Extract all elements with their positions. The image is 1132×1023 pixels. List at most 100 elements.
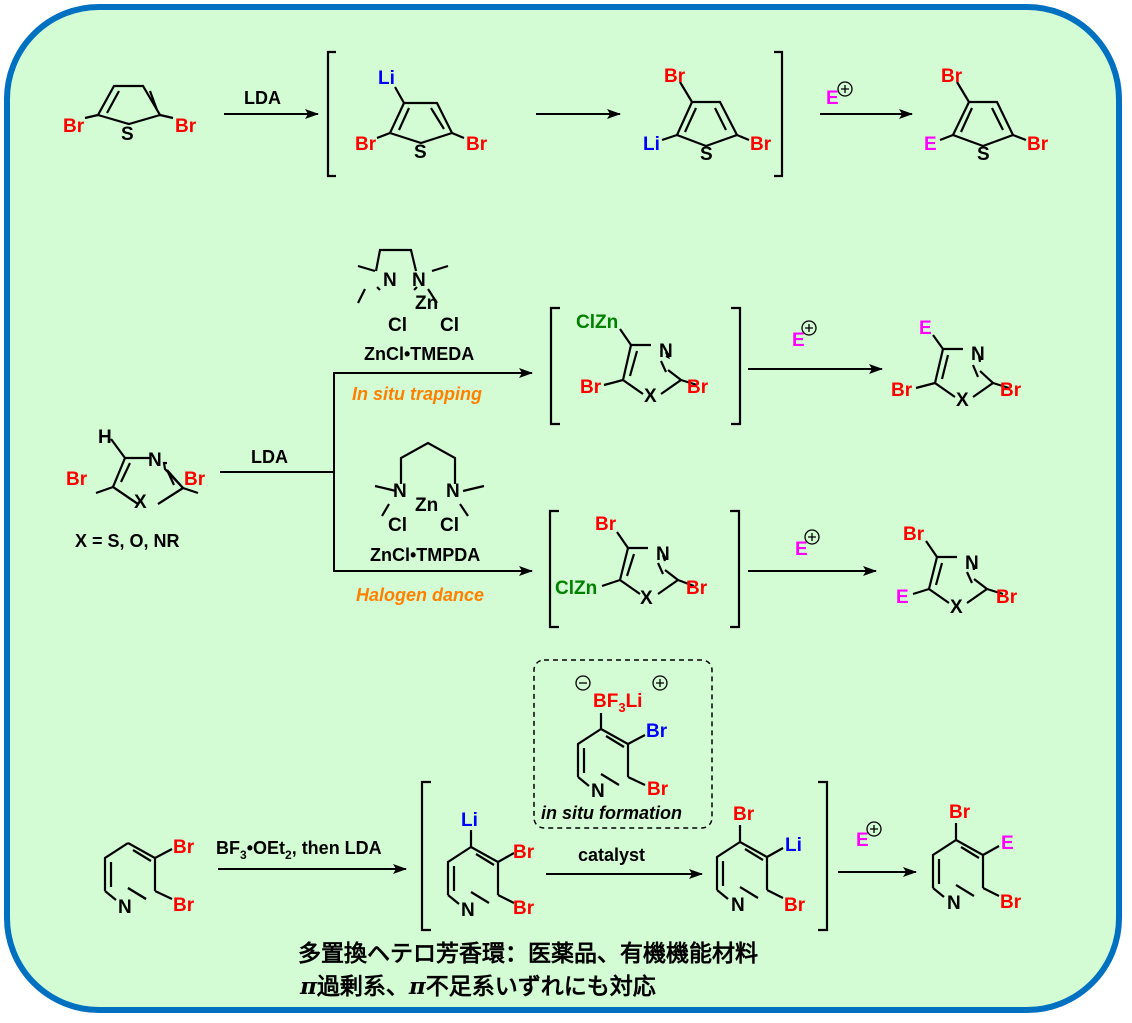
nitrogen-label: N [731, 895, 745, 916]
bromine-label: Br [173, 895, 195, 916]
zinc-label: Zn [415, 495, 438, 516]
lithium-label: Li [461, 810, 478, 831]
chlorine-label: Cl [388, 515, 407, 536]
bromine-label: Br [903, 524, 925, 545]
nitrogen-label: N [971, 344, 985, 365]
bromine-label: Br [784, 895, 806, 916]
in-situ-box [533, 659, 713, 829]
row1-intermediate-1: Li Br Br S [355, 68, 488, 163]
plus-charge-icon [801, 320, 817, 336]
sulfur-label: S [977, 144, 990, 165]
nitrogen-label: N [591, 781, 605, 802]
bromine-label: Br [1000, 892, 1022, 913]
bromine-label: Br [580, 377, 602, 398]
bromine-label: Br [664, 66, 686, 87]
bromine-label: Br [891, 380, 913, 401]
nitrogen-label: N [461, 900, 475, 921]
bromine-label: Br [175, 116, 197, 137]
sulfur-label: S [700, 144, 713, 165]
reagent-bf3-lda: BF3•OEt2, then LDA [216, 838, 382, 862]
upper-intermediate: ClZn N Br Br X [576, 312, 709, 407]
heteroatom-x-label: X [644, 386, 657, 407]
bromine-label: Br [513, 842, 535, 863]
electrophile-label: E [795, 539, 808, 560]
left-bracket [420, 780, 431, 932]
bromine-label: Br [687, 377, 709, 398]
nitrogen-label: N [965, 553, 979, 574]
plus-charge-icon [866, 821, 882, 837]
complex-name-tmpda: ZnCl•TMPDA [370, 545, 480, 565]
plus-charge-icon [837, 81, 853, 97]
bromine-label: Br [1027, 134, 1049, 155]
zncl-tmpda-complex: N N Zn Cl Cl [374, 441, 485, 536]
row2-start-molecule: H N Br Br X [66, 427, 206, 513]
nitrogen-label: N [393, 481, 407, 502]
lower-product: Br N E Br X [896, 524, 1018, 618]
right-bracket [774, 50, 784, 178]
chlorine-label: Cl [388, 315, 407, 336]
bromine-label: Br [66, 469, 88, 490]
bromine-label: Br [63, 116, 85, 137]
left-bracket [326, 50, 336, 178]
minus-charge-icon [575, 675, 591, 691]
lower-intermediate: Br N ClZn Br X [555, 514, 708, 609]
bromine-label: Br [513, 898, 535, 919]
bromine-label: Br [686, 578, 708, 599]
bromine-label: Br [996, 587, 1018, 608]
electrophile-label: E [924, 134, 937, 155]
row3-start-molecule: Br Br N [103, 837, 195, 918]
zncl-tmeda-complex: N N Zn Cl Cl [357, 248, 459, 336]
nitrogen-label: N [383, 270, 397, 291]
plus-charge-icon [652, 675, 668, 691]
boxed-borate-pyridine: BF3Li Br Br N [575, 675, 669, 802]
clzn-label: ClZn [576, 312, 618, 333]
bromine-label: Br [1000, 380, 1022, 401]
bromine-label: Br [941, 66, 963, 87]
chlorine-label: Cl [440, 515, 459, 536]
hydrogen-label: H [98, 427, 112, 448]
sulfur-label: S [121, 124, 134, 145]
right-bracket [731, 306, 742, 426]
note-halogen-dance: Halogen dance [356, 585, 484, 605]
reagent-lda: LDA [244, 88, 281, 108]
heteroatom-x-label: X [950, 597, 963, 618]
nitrogen-label: N [446, 481, 460, 502]
bromine-label: Br [733, 804, 755, 825]
left-bracket [548, 509, 559, 629]
heteroatom-x-label: X [134, 492, 147, 513]
footer-line-2: π過剰系、π不足系いずれにも対応 [299, 973, 656, 1000]
bromine-label: Br [173, 837, 195, 858]
sulfur-label: S [414, 142, 427, 163]
bromine-label: Br [595, 514, 617, 535]
reagent-lda: LDA [251, 447, 288, 467]
right-bracket [730, 509, 741, 629]
electrophile-label: E [1001, 833, 1014, 854]
note-in-situ-formation: in situ formation [541, 803, 682, 823]
bromine-label: Br [355, 134, 377, 155]
nitrogen-label: N [947, 893, 961, 914]
electrophile-label: E [919, 318, 932, 339]
plus-charge-icon [804, 529, 820, 545]
bromine-label: Br [646, 721, 668, 742]
lithium-label: Li [785, 835, 802, 856]
nitrogen-label: N [118, 897, 132, 918]
electrophile-label: E [792, 330, 805, 351]
zinc-label: Zn [415, 293, 438, 314]
heteroatom-x-label: X [640, 588, 653, 609]
borate-group-label: BF3Li [593, 691, 642, 715]
row3-product: Br E Br N [931, 802, 1022, 914]
upper-product: E N Br Br X [891, 318, 1022, 411]
electrophile-label: E [826, 88, 839, 109]
electrophile-label: E [856, 830, 869, 851]
bromine-label: Br [466, 134, 488, 155]
catalyst-label: catalyst [578, 845, 645, 865]
row3-intermediate-2: Br Li Br N [715, 804, 806, 916]
left-bracket [549, 306, 560, 426]
bromine-label: Br [647, 779, 669, 800]
complex-name-tmeda: ZnCl•TMEDA [364, 344, 474, 364]
x-definition: X = S, O, NR [75, 531, 180, 551]
nitrogen-label: N [656, 544, 670, 565]
note-in-situ-trapping: In situ trapping [352, 384, 482, 404]
lithium-label: Li [643, 134, 660, 155]
